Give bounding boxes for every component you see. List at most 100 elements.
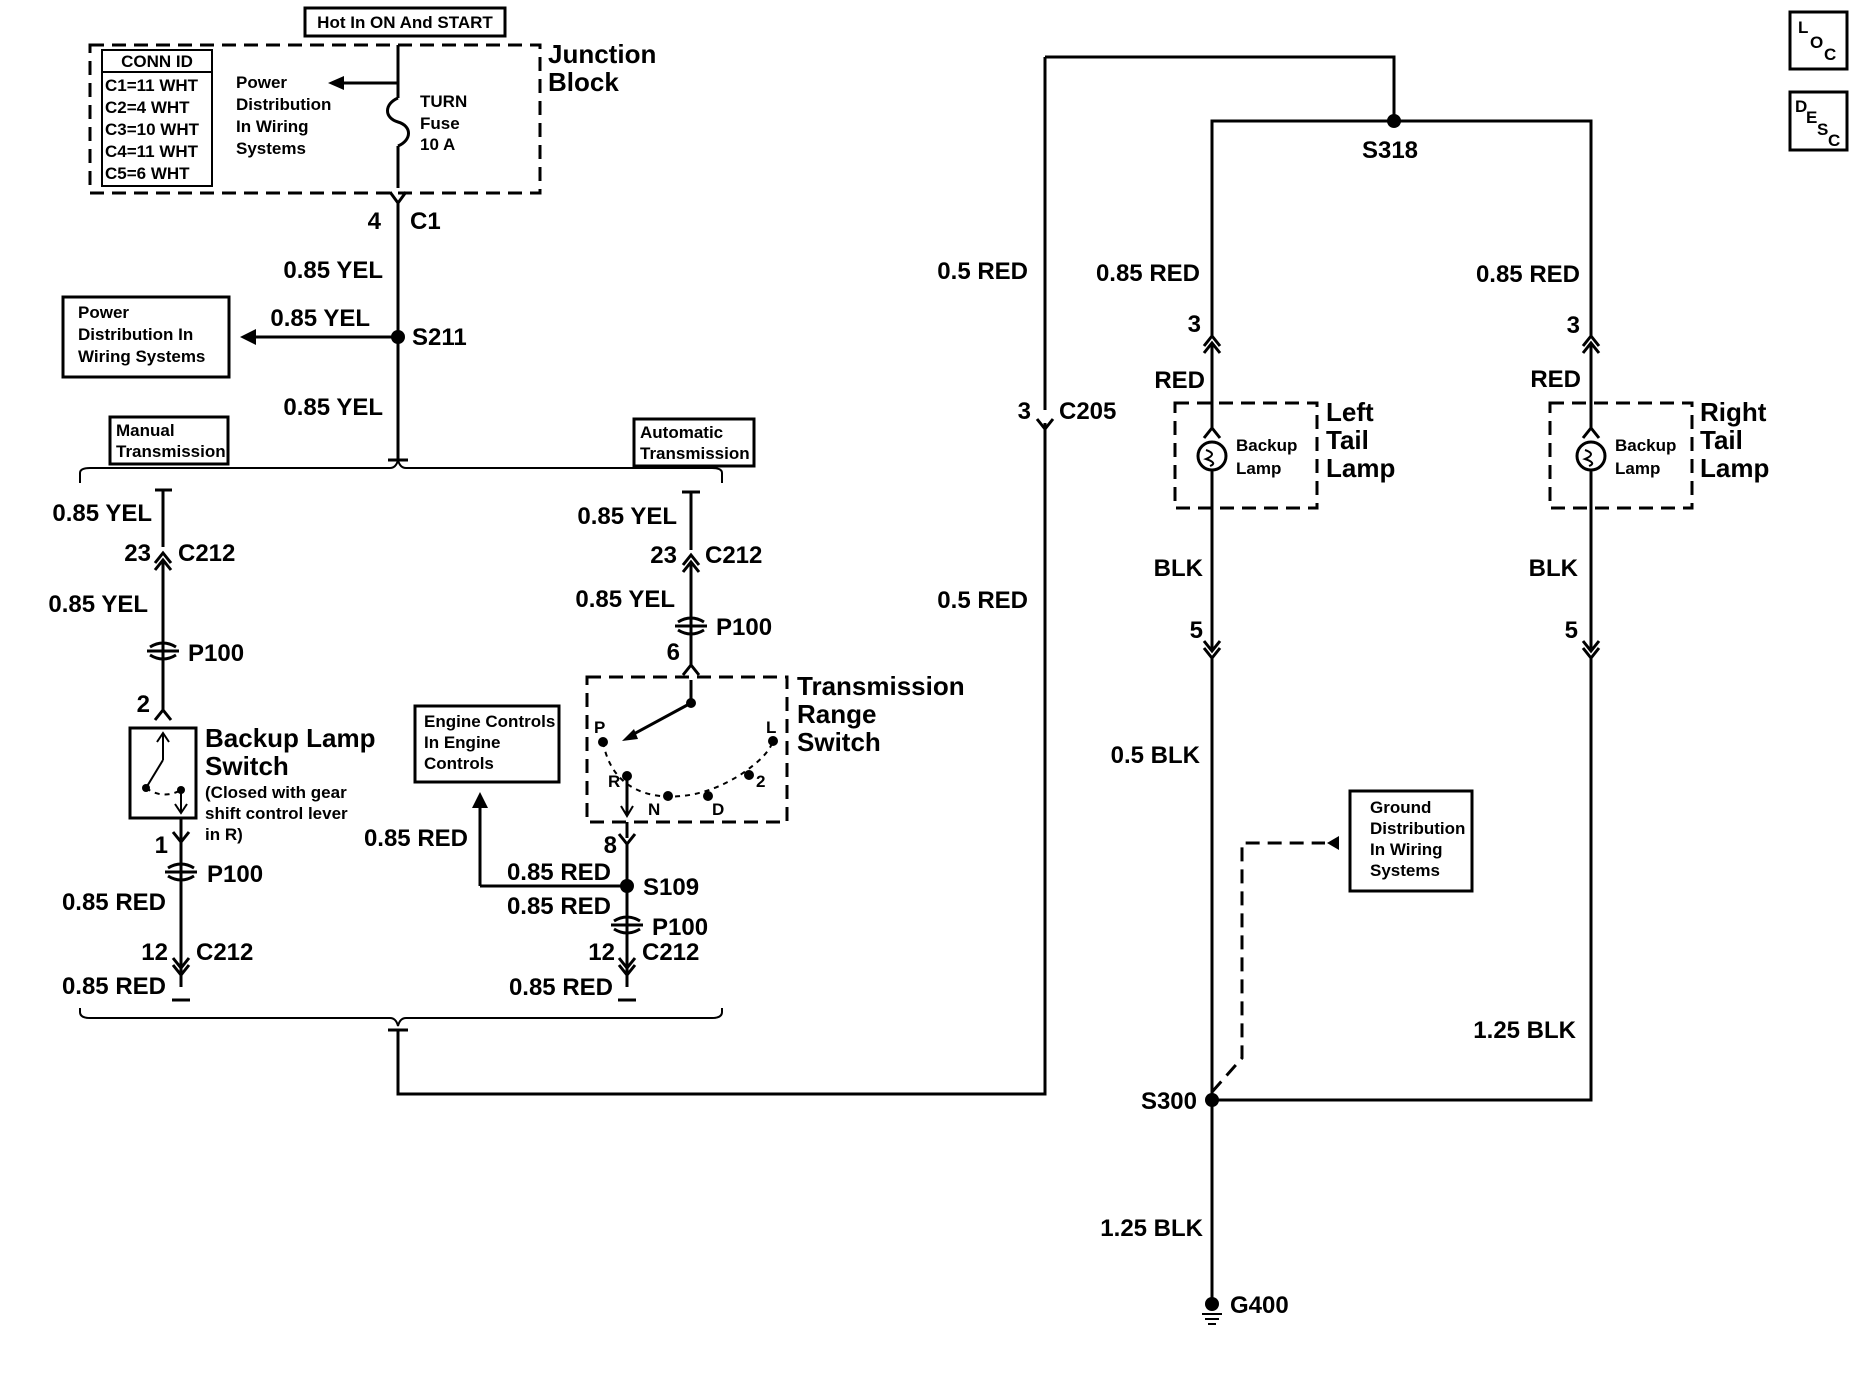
fuse-rating: 10 A bbox=[420, 135, 455, 154]
ground-g400-icon bbox=[1202, 1297, 1222, 1325]
conn-id-c2: C2=4 WHT bbox=[105, 98, 190, 117]
wire-label-yel-1: 0.85 YEL bbox=[283, 257, 383, 284]
automatic-transmission-box bbox=[632, 417, 756, 468]
splice-s300 bbox=[1205, 1093, 1219, 1107]
conn-id-c1: C1=11 WHT bbox=[105, 76, 199, 95]
fuse-icon bbox=[386, 96, 410, 148]
ground-dist-1: Ground bbox=[1370, 798, 1431, 817]
manual-branch: 0.85 YEL 23 C212 0.85 YEL P100 2 Backup … bbox=[48, 488, 376, 1002]
arrow-left-icon bbox=[240, 329, 256, 345]
s211-label: S211 bbox=[412, 324, 467, 351]
wire-red-output bbox=[396, 423, 1047, 1096]
wire-red-left-lamp bbox=[1210, 119, 1394, 336]
jb-power-ref-2: Distribution bbox=[236, 95, 331, 114]
backup-lamp-switch-box bbox=[128, 726, 198, 820]
trs-label-2: Range bbox=[797, 699, 876, 729]
connector-p100-icon bbox=[165, 862, 197, 882]
manual-transmission-box bbox=[108, 415, 230, 466]
loc-button[interactable]: L O C bbox=[1788, 10, 1849, 71]
wire-red-right-lamp bbox=[1394, 119, 1593, 336]
wire-label-red-left-1: 0.85 RED bbox=[1096, 260, 1200, 287]
left-tail-label-3: Lamp bbox=[1326, 453, 1395, 483]
wire-label-yel-man-2: 0.85 YEL bbox=[48, 591, 148, 618]
conn-id-c4: C4=11 WHT bbox=[105, 142, 199, 161]
wire-label-red-auto-1: 0.85 RED bbox=[507, 859, 611, 886]
s109-label: S109 bbox=[643, 874, 699, 901]
jb-power-ref-3: In Wiring bbox=[236, 117, 309, 136]
c212-pin-23-auto: 23 bbox=[650, 542, 677, 569]
wire-label-blk125-right: 1.25 BLK bbox=[1473, 1017, 1576, 1044]
junction-block-label-2: Block bbox=[548, 67, 619, 97]
svg-text:D: D bbox=[1795, 97, 1807, 116]
svg-text:C: C bbox=[1828, 131, 1840, 150]
svg-text:L: L bbox=[1798, 18, 1808, 37]
right-tail-label-2: Tail bbox=[1700, 425, 1743, 455]
wire-label-red-right-2: RED bbox=[1530, 366, 1581, 393]
connector-p100-icon bbox=[675, 616, 707, 636]
svg-text:S: S bbox=[1817, 120, 1828, 139]
desc-button[interactable]: D E S C bbox=[1788, 90, 1849, 152]
right-tail-label-3: Lamp bbox=[1700, 453, 1769, 483]
lamp-pin-3-right: 3 bbox=[1567, 312, 1580, 339]
svg-text:O: O bbox=[1810, 33, 1823, 52]
backup-switch-note-2: shift control lever bbox=[205, 804, 348, 823]
wire-label-blk-right: BLK bbox=[1529, 555, 1579, 582]
power-dist-ref-box bbox=[61, 295, 231, 379]
wire-label-red-left-2: RED bbox=[1154, 367, 1205, 394]
connector-c212-icon bbox=[153, 550, 173, 564]
arrow-left-icon bbox=[328, 76, 344, 90]
wire-label-red-man-1: 0.85 RED bbox=[62, 889, 166, 916]
c212-pin-23-man: 23 bbox=[124, 540, 151, 567]
wire-label-yel-man-1: 0.85 YEL bbox=[52, 500, 152, 527]
backup-switch-note-1: (Closed with gear bbox=[205, 783, 347, 802]
c212-label-auto-top: C212 bbox=[705, 542, 762, 569]
lamp-pin-5-left: 5 bbox=[1190, 617, 1203, 644]
transmission-range-switch-outline bbox=[585, 675, 789, 824]
trs-label-1: Transmission bbox=[797, 671, 965, 701]
wire-label-blk125: 1.25 BLK bbox=[1100, 1215, 1203, 1242]
wire-label-yel-auto-2: 0.85 YEL bbox=[575, 586, 675, 613]
trs-pos-l: L bbox=[766, 718, 776, 737]
wire-label-red-man-2: 0.85 RED bbox=[62, 973, 166, 1000]
power-dist-ref-1: Power bbox=[78, 303, 129, 322]
conn-id-title: CONN ID bbox=[121, 52, 193, 71]
right-backup-lamp-2: Lamp bbox=[1615, 459, 1660, 478]
lamp-pin-3-left: 3 bbox=[1188, 311, 1201, 338]
right-tail-lamp: 0.85 RED 3 RED Backup Lamp Right Tail La… bbox=[1476, 261, 1769, 661]
hot-in-label: Hot In ON And START bbox=[317, 13, 493, 32]
ground-dist-ref-box bbox=[1348, 789, 1474, 893]
fuse-type: Fuse bbox=[420, 114, 460, 133]
left-tail-lamp: 0.85 RED 3 RED Backup Lamp Left Tail Lam… bbox=[1096, 260, 1395, 661]
wire-label-red05-2: 0.5 RED bbox=[937, 587, 1028, 614]
s318-label: S318 bbox=[1362, 137, 1418, 164]
wire-label-red-auto-3: 0.85 RED bbox=[507, 893, 611, 920]
wire-label-red-right-1: 0.85 RED bbox=[1476, 261, 1580, 288]
wire-label-yel-3: 0.85 YEL bbox=[283, 394, 383, 421]
right-tail-label-1: Right bbox=[1700, 397, 1767, 427]
connector-p100-icon bbox=[611, 915, 643, 935]
automatic-label-1: Automatic bbox=[640, 423, 723, 442]
automatic-label-2: Transmission bbox=[640, 444, 750, 463]
trs-pos-d: D bbox=[712, 800, 724, 819]
power-dist-ref-3: Wiring Systems bbox=[78, 347, 205, 366]
junction-block: Hot In ON And START Junction Block CONN … bbox=[88, 6, 656, 195]
c212-label-auto-bottom: C212 bbox=[642, 939, 699, 966]
wire-label-blk-left: BLK bbox=[1154, 555, 1204, 582]
automatic-branch: 0.85 YEL 23 C212 0.85 YEL P100 6 Transmi… bbox=[364, 490, 965, 1002]
wire-blk-right bbox=[1212, 658, 1593, 1102]
conn-id-table: CONN ID C1=11 WHT C2=4 WHT C3=10 WHT C4=… bbox=[101, 49, 213, 187]
wire-label-red-auto-4: 0.85 RED bbox=[509, 974, 613, 1001]
manual-label-1: Manual bbox=[116, 421, 175, 440]
right-tail-lamp-outline bbox=[1548, 401, 1694, 510]
left-tail-label-2: Tail bbox=[1326, 425, 1369, 455]
power-dist-ref-2: Distribution In bbox=[78, 325, 193, 344]
junction-block-outline bbox=[88, 43, 542, 195]
wire-label-red-auto-2: 0.85 RED bbox=[364, 825, 468, 852]
left-backup-lamp-2: Lamp bbox=[1236, 459, 1281, 478]
wire-red05-top bbox=[1045, 55, 1396, 121]
left-tail-lamp-outline bbox=[1173, 401, 1319, 510]
svg-text:E: E bbox=[1806, 108, 1817, 127]
c1-pin: 4 bbox=[368, 208, 382, 235]
p100-label-man-top: P100 bbox=[188, 640, 244, 667]
arrow-left-icon bbox=[1327, 836, 1339, 850]
